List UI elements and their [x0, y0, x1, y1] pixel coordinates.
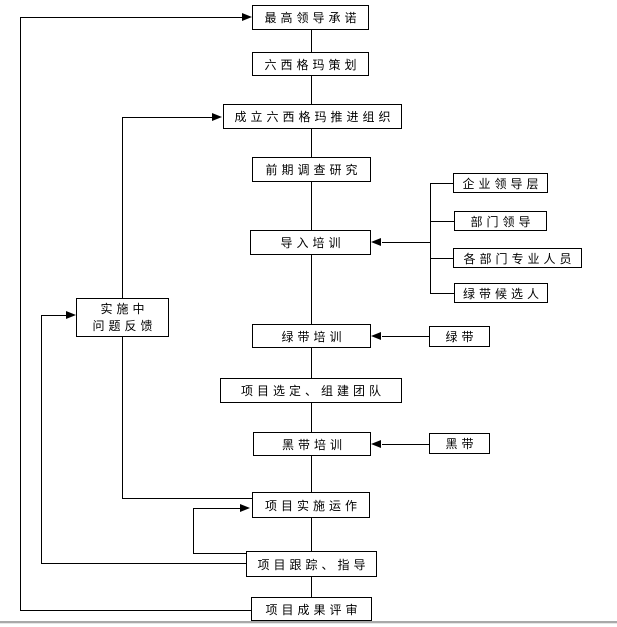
node-org: 成立六西格玛推进组织 — [223, 104, 402, 129]
edge-tracking-to-implement-top — [193, 508, 241, 509]
edge-review-to-commitment-top — [20, 17, 243, 18]
node-tracking: 项目跟踪、指导 — [246, 551, 377, 577]
feedback-box-line1: 实施中 — [100, 301, 149, 316]
node-green-candidates: 绿带候选人 — [454, 283, 548, 303]
edge-implement-to-org-bottom — [122, 498, 252, 499]
bottom-divider-line — [0, 621, 617, 623]
edge-tracking-to-implement-bottom — [193, 553, 246, 554]
edge-bracket-to-intro-training — [382, 242, 430, 243]
stub-green-candidates — [430, 293, 454, 294]
edge-tracking-to-implement-vertical — [193, 508, 194, 554]
node-planning: 六西格玛策划 — [252, 52, 369, 76]
node-black-training: 黑带培训 — [253, 432, 371, 456]
edge-tracking-to-feedback-bottom — [41, 563, 246, 564]
stub-dept-leaders — [430, 221, 454, 222]
main-flow-line — [311, 30, 312, 597]
edge-tracking-to-feedback-top — [41, 315, 67, 316]
node-implement: 项目实施运作 — [252, 492, 370, 518]
bottom-divider-highlight — [0, 623, 617, 624]
node-green-training: 绿带培训 — [252, 324, 371, 348]
edge-tracking-to-feedback-vertical — [41, 315, 42, 564]
arrowhead-into-implement — [240, 504, 250, 512]
arrowhead-into-top-commitment — [242, 13, 252, 21]
feedback-box-line2: 问题反馈 — [92, 318, 157, 333]
arrowhead-into-feedback-box — [66, 311, 76, 319]
node-feedback-box: 实施中 问题反馈 — [76, 298, 169, 337]
node-research: 前期调查研究 — [252, 157, 371, 182]
node-dept-professionals: 各部门专业人员 — [453, 248, 582, 268]
node-intro-training: 导入培训 — [250, 230, 371, 255]
edge-implement-to-org-top — [122, 117, 213, 118]
stub-dept-professionals — [430, 258, 453, 259]
arrowhead-into-green-training — [371, 332, 381, 340]
stub-exec-leaders — [430, 183, 453, 184]
arrowhead-into-black-training — [371, 440, 381, 448]
node-exec-leaders: 企业领导层 — [453, 173, 548, 193]
edge-blackbelt-to-black-training — [382, 444, 429, 445]
node-black-belt: 黑带 — [429, 433, 490, 454]
edge-review-to-commitment-vertical — [20, 17, 21, 611]
arrowhead-into-intro-training — [371, 238, 381, 246]
edge-greenbelt-to-green-training — [382, 336, 429, 337]
input-bracket-vertical — [430, 183, 431, 294]
node-review: 项目成果评审 — [251, 597, 372, 621]
edge-review-to-commitment-bottom — [20, 610, 251, 611]
node-green-belt: 绿带 — [429, 326, 490, 347]
node-top-commitment: 最高领导承诺 — [252, 5, 369, 30]
node-project-select: 项目选定、组建团队 — [220, 378, 402, 403]
arrowhead-into-org — [212, 113, 222, 121]
node-dept-leaders: 部门领导 — [454, 211, 547, 231]
